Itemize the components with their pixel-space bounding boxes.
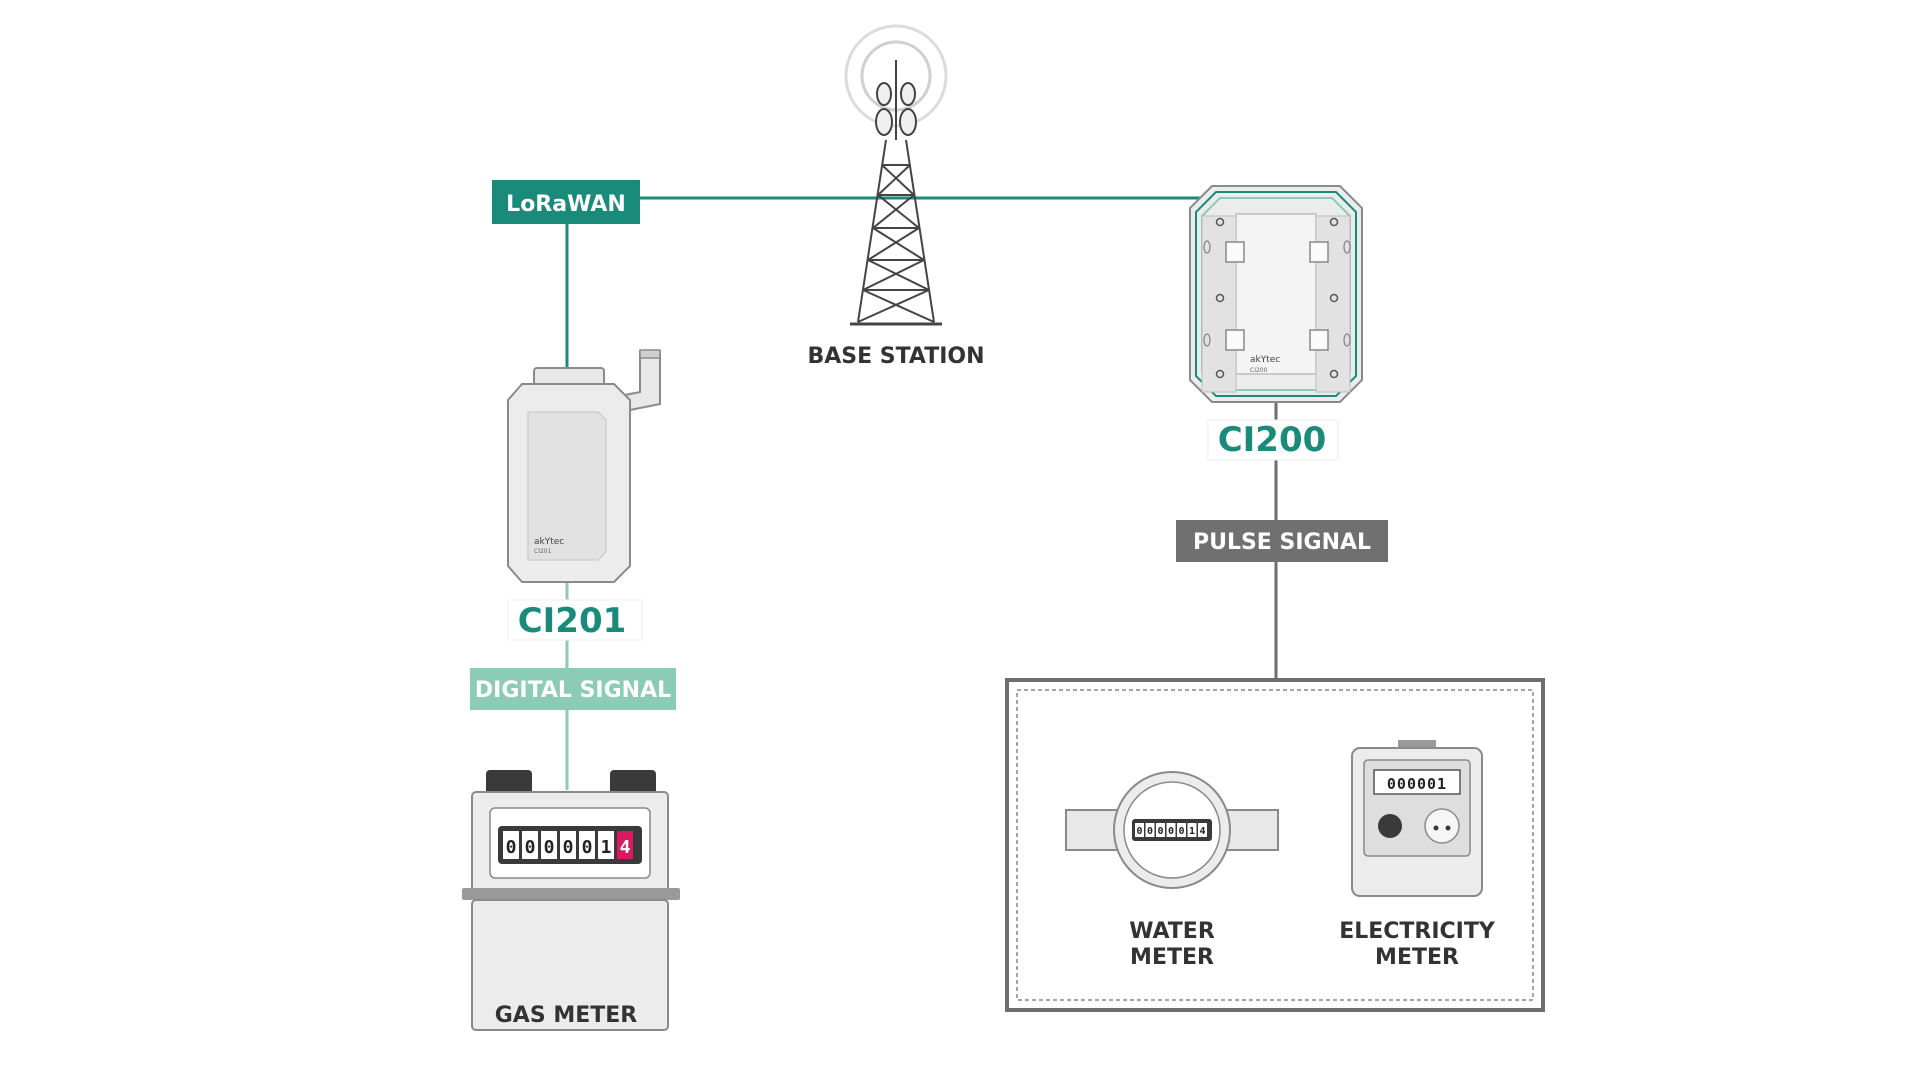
pulse-signal-tag: PULSE SIGNAL xyxy=(1176,520,1388,562)
gas-digit-cell xyxy=(503,831,519,859)
water-meter-label-line1: WATER xyxy=(1129,919,1215,944)
gas-digit: 0 xyxy=(525,837,536,858)
electricity-meter-label-line1: ELECTRICITY xyxy=(1339,919,1496,944)
water-digit-cell xyxy=(1166,823,1176,837)
ci200-brand-logo: akYtec xyxy=(1250,355,1280,365)
ci201-model-text: CI201 xyxy=(534,548,552,555)
water-digit-cell xyxy=(1187,823,1197,837)
water-digit: 0 xyxy=(1178,826,1184,837)
ci200-label-box: CI200 xyxy=(1207,419,1339,461)
gas-digit-cell xyxy=(560,831,576,859)
electricity-meter xyxy=(1351,740,1483,897)
gas-digit-cell xyxy=(617,831,633,859)
water-digit-cell xyxy=(1198,823,1207,837)
pulse-signal-label: PULSE SIGNAL xyxy=(1193,530,1371,555)
gas-digit-cell xyxy=(579,831,595,859)
water-meter-label-line2: METER xyxy=(1130,945,1214,970)
gas-digit: 1 xyxy=(601,837,612,858)
gas-digit: 0 xyxy=(544,837,555,858)
gas-digit: 0 xyxy=(563,837,574,858)
electricity-meter-dial-icon xyxy=(1378,814,1402,838)
water-digit: 0 xyxy=(1168,826,1174,837)
water-digit-cell xyxy=(1135,823,1144,837)
water-digit: 1 xyxy=(1189,826,1195,837)
gas-digit-cell xyxy=(598,831,614,859)
gas-meter xyxy=(462,770,680,1031)
water-digit-cell xyxy=(1145,823,1155,837)
gas-digit-cell xyxy=(522,831,538,859)
water-digit: 0 xyxy=(1136,826,1142,837)
lorawan-label: LoRaWAN xyxy=(506,192,626,217)
gas-meter-label: GAS METER xyxy=(495,1003,638,1028)
water-digit-cell xyxy=(1177,823,1186,837)
ci201-device: akYtec CI201 xyxy=(507,349,661,583)
water-digit: 4 xyxy=(1199,826,1205,837)
ci200-label: CI200 xyxy=(1218,420,1327,460)
gas-digit: 4 xyxy=(620,837,631,858)
base-station-tower xyxy=(844,24,948,326)
electricity-meter-counter: 000001 xyxy=(1387,775,1447,793)
ci201-label-box: CI201 xyxy=(507,599,643,641)
ci201-label: CI201 xyxy=(518,601,627,641)
gas-digit: 0 xyxy=(506,837,517,858)
water-digit: 0 xyxy=(1147,826,1153,837)
gas-digit-cell xyxy=(541,831,557,859)
digital-signal-label: DIGITAL SIGNAL xyxy=(475,678,671,703)
lorawan-tag: LoRaWAN xyxy=(492,180,640,224)
ci200-model-text: CI200 xyxy=(1250,367,1268,374)
ci201-brand-logo: akYtec xyxy=(534,537,564,547)
digital-signal-tag: DIGITAL SIGNAL xyxy=(470,668,676,710)
electricity-meter-label-line2: METER xyxy=(1375,945,1459,970)
gas-digit: 0 xyxy=(582,837,593,858)
base-station-label: BASE STATION xyxy=(807,344,984,369)
ci200-device: akYtec CI200 xyxy=(1189,185,1363,403)
water-digit: 0 xyxy=(1157,826,1163,837)
water-digit-cell xyxy=(1156,823,1165,837)
